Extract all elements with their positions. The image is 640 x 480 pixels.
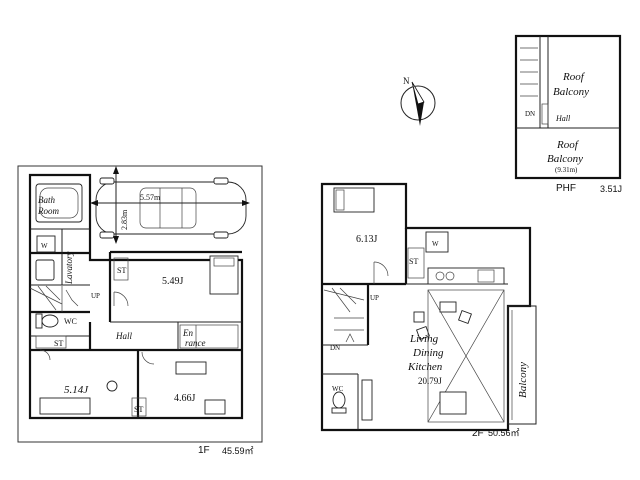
lot-boundary: [17, 165, 263, 443]
washer-mark-2f: W: [432, 240, 439, 248]
phf-dn-label: DN: [525, 110, 535, 118]
entrance-label-2: rance: [185, 338, 206, 348]
up-label-2f: UP: [370, 294, 379, 302]
balcony-label: Balcony: [517, 362, 529, 398]
parked-car: [95, 177, 247, 239]
ldk-label-1: Living: [409, 333, 439, 345]
phf-hall-label: Hall: [555, 114, 571, 123]
dn-label-2f: DN: [330, 344, 340, 352]
lavatory-label: Lavatory: [64, 251, 74, 285]
entrance-label: En: [182, 328, 193, 338]
phf-size: 3.51J: [600, 184, 622, 194]
compass-north-label: N: [403, 76, 410, 86]
parking-length-label: 5.57m: [140, 193, 161, 202]
st-label-1f-a: ST: [117, 266, 126, 275]
up-label-1f: UP: [91, 292, 100, 300]
floor-phf: Roof Balcony Hall DN Roof Balcony (9.31m…: [514, 34, 622, 194]
house-walls-2f: [320, 182, 532, 432]
phf-roof-balcony-1-line1: Roof: [562, 71, 586, 83]
st-label-2f: ST: [409, 257, 418, 266]
phf-roof-balcony-2-area: (9.31m): [555, 166, 578, 174]
ldk-size-label: 20.79J: [418, 376, 442, 386]
floor-1f: W: [17, 165, 263, 456]
phf-roof-balcony-1-line2: Balcony: [553, 86, 589, 98]
phf-outline: [514, 34, 622, 180]
staircase-1f: [29, 285, 79, 312]
floor-2f-area: 50.56㎡: [488, 428, 520, 438]
parking-width-label: 2.83m: [120, 209, 129, 230]
room-613-label: 6.13J: [356, 234, 378, 245]
ldk-label-3: Kitchen: [407, 361, 443, 373]
phf-caption: PHF: [556, 183, 576, 194]
balcony-2f: [507, 305, 537, 425]
room-514-label: 5.14J: [64, 384, 89, 396]
wc-label-1f: WC: [64, 317, 77, 326]
phf-roof-balcony-2-line2: Balcony: [547, 153, 583, 165]
bath-room-label-2: Room: [37, 206, 59, 216]
house-walls-1f: [28, 173, 244, 420]
ldk-label-2: Dining: [412, 347, 444, 359]
st-label-1f-c: ST: [134, 405, 143, 414]
wc-label-2f: WC: [332, 385, 344, 393]
bath-room-label: Bath: [38, 195, 55, 205]
phf-roof-balcony-2-line1: Roof: [556, 139, 580, 151]
room-549-label: 5.49J: [162, 276, 184, 287]
floor-2f-caption: 2F: [472, 428, 484, 439]
room-466-label: 4.66J: [174, 393, 196, 404]
floor-1f-caption: 1F: [198, 445, 210, 456]
floor-1f-area: 45.59㎡: [222, 446, 254, 456]
st-label-1f-b: ST: [54, 339, 63, 348]
washer-mark-1f: W: [41, 242, 48, 250]
hall-label-1f: Hall: [115, 331, 133, 341]
staircase-2f: [323, 287, 365, 343]
compass-icon: N: [400, 76, 436, 126]
floor-2f: W 6.13J ST UP DN: [320, 182, 537, 439]
